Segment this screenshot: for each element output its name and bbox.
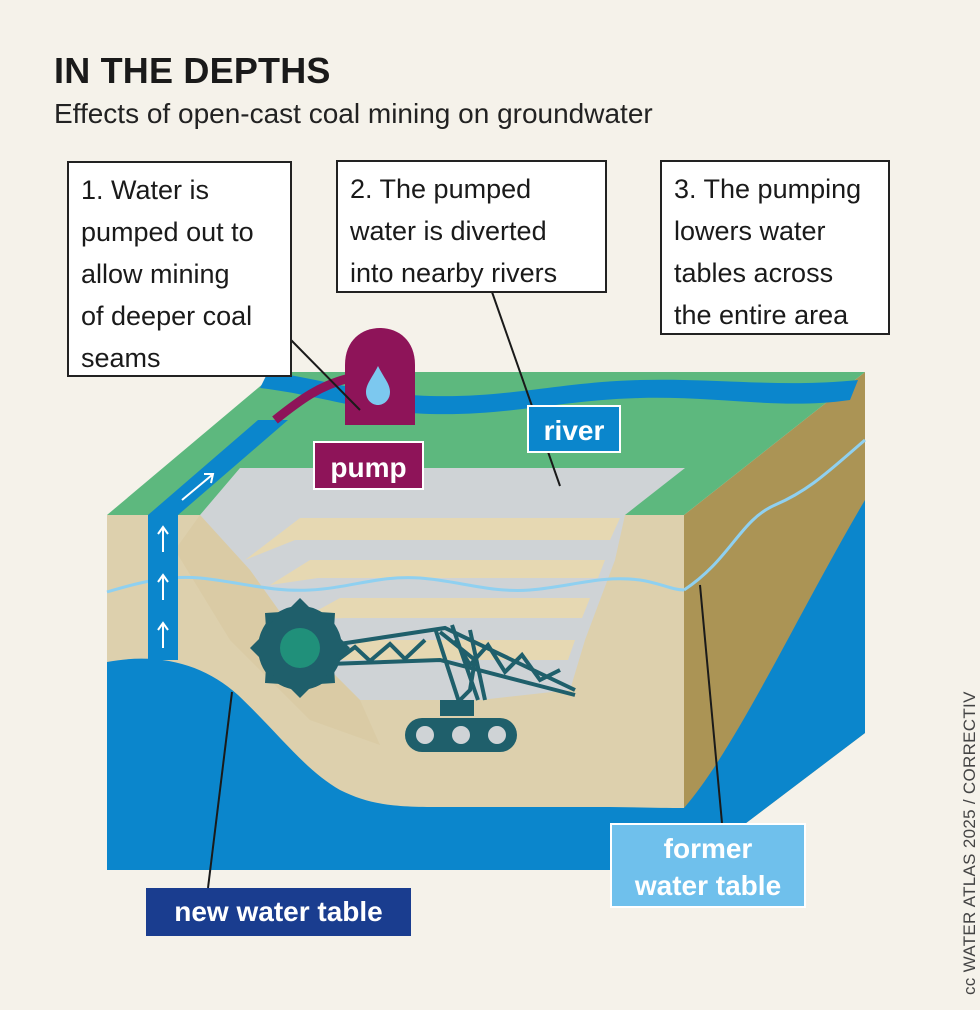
former-water-table-label: former water table [610,823,806,908]
side-groundwater [684,500,865,870]
callout-diverted-water: 2. The pumped water is diverted into nea… [336,160,607,293]
callout-3-line-2: lowers water [674,216,826,246]
river-label: river [527,405,621,453]
callout-lowered-water-tables: 3. The pumping lowers water tables acros… [660,160,890,335]
excavator-boom [299,624,576,707]
callout-1-line-1: 1. Water is [81,175,210,205]
front-groundwater [107,658,684,870]
callout-3-line-3: tables across [674,258,834,288]
callout-2-line-3: into nearby rivers [350,258,558,288]
pump-pipe [272,373,352,424]
pump-icon [345,328,415,425]
page-subtitle: Effects of open-cast coal mining on grou… [54,98,653,129]
pit-terrace-3 [300,598,590,620]
callout-2-line-1: 2. The pumped [350,174,532,204]
callout-1-line-3: allow mining [81,259,230,289]
callout-1-line-5: seams [81,343,161,373]
former-water-table-line [106,575,685,594]
callout-1-line-4: of deeper coal [81,301,253,331]
pit-terrace-2 [270,560,605,585]
bucket-wheel-excavator-icon [250,598,576,752]
former-water-table-label-line-2: water table [634,870,782,901]
copyright-credit: cc WATER ATLAS 2025 / CORRECTIV [960,691,979,995]
callout-1-line-2: pumped out to [81,217,254,247]
pump-label: pump [313,441,424,490]
callout-3-line-4: the entire area [674,300,849,330]
former-water-table-label-line-1: former [663,833,753,864]
open-pit-top [200,468,685,515]
callout-2-line-2: water is diverted [350,216,547,246]
well-shaft-top [148,420,288,515]
side-former-water-table-line [683,438,866,592]
up-arrow-icons [157,473,215,648]
page-title: IN THE DEPTHS [54,50,331,91]
callout-3-line-1: 3. The pumping [674,174,862,204]
leader-lines [207,291,723,889]
pit-terrace-1 [245,518,620,560]
new-water-table-label: new water table [146,888,411,936]
callout-pumping-out: 1. Water is pumped out to allow mining o… [67,161,292,377]
